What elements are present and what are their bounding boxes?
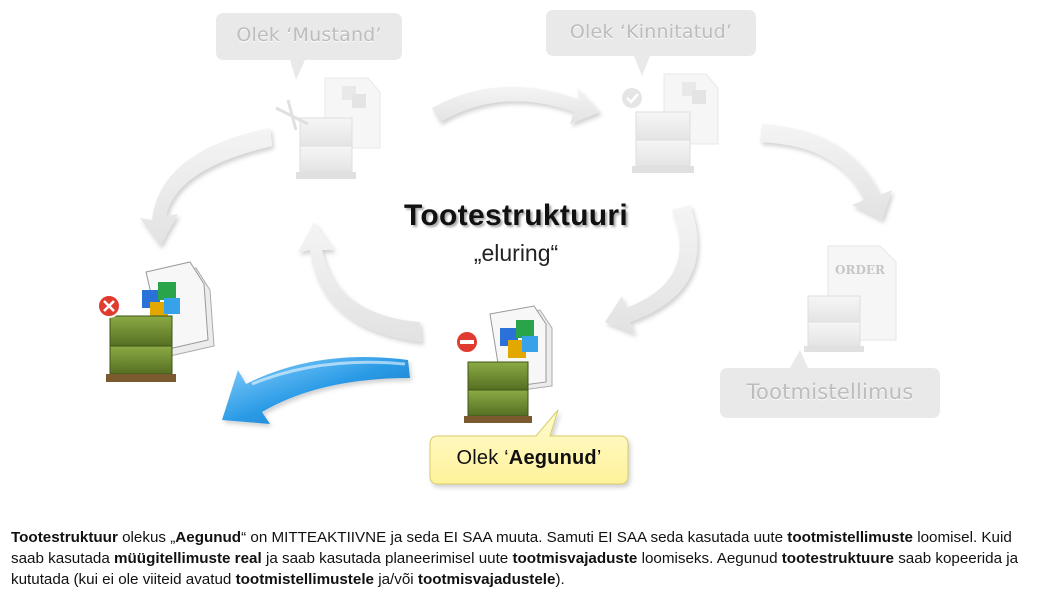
desc-text: ja saab kasutada planeerimisel uute: [261, 550, 513, 567]
diagram-subtitle: „eluring“: [473, 240, 559, 266]
draft-pallet-icon: [275, 77, 381, 179]
obsolete-pallet-icon: [97, 261, 215, 382]
desc-term: tootmisvajaduste: [512, 550, 638, 567]
desc-text: loomisel. Kuid saab kasutada: [11, 529, 1012, 567]
confirmed-pallet-icon: [622, 73, 719, 173]
production-order-callout: [720, 350, 940, 418]
expired-state-label: Olek ‘Aegunud’: [456, 447, 602, 469]
desc-text: ja/või: [373, 571, 418, 588]
desc-text: “ on MITTEAKTIIVNE ja seda EI SAA muuta.…: [241, 529, 788, 546]
confirmed-state-label: Olek ‘Kinnitatud’: [569, 21, 733, 43]
expired-callout: [429, 409, 629, 485]
desc-text: loomiseks. Aegunud: [637, 550, 782, 567]
order-document-label: ORDER: [835, 263, 886, 277]
expired-pallet-icon: [455, 305, 553, 423]
arrow-confirmed-to-order: [760, 124, 892, 220]
desc-text: olekus „: [117, 529, 176, 546]
diagram-title: Tootestruktuuri: [404, 199, 628, 232]
arrow-expired-to-obsolete-active: [222, 357, 410, 424]
desc-text: ).: [555, 571, 565, 588]
arrow-draft-to-confirmed: [432, 86, 600, 124]
desc-term: tootestruktuure: [781, 550, 894, 567]
desc-term: müügitellimuste real: [114, 550, 262, 567]
production-order-label: Tootmistellimus: [746, 380, 914, 404]
arrow-confirmed-to-expired: [605, 205, 698, 334]
desc-term: tootmistellimustele: [235, 571, 374, 588]
draft-callout: [216, 13, 402, 80]
arrow-expired-to-draft: [298, 222, 422, 342]
desc-term: tootmisvajadustele: [417, 571, 556, 588]
desc-term: Tootestruktuur: [11, 529, 118, 546]
draft-state-label: Olek ‘Mustand’: [236, 24, 382, 46]
confirmed-callout: [546, 10, 756, 76]
description-paragraph: Tootestruktuur olekus „Aegunud“ on MITTE…: [11, 527, 1041, 590]
desc-term: Aegunud: [175, 529, 242, 546]
desc-term: tootmistellimuste: [787, 529, 914, 546]
arrow-draft-to-obsolete: [140, 128, 272, 246]
desc-text: saab kopeerida ja kututada (kui ei ole v…: [11, 550, 1019, 588]
order-document-icon: [804, 245, 897, 352]
